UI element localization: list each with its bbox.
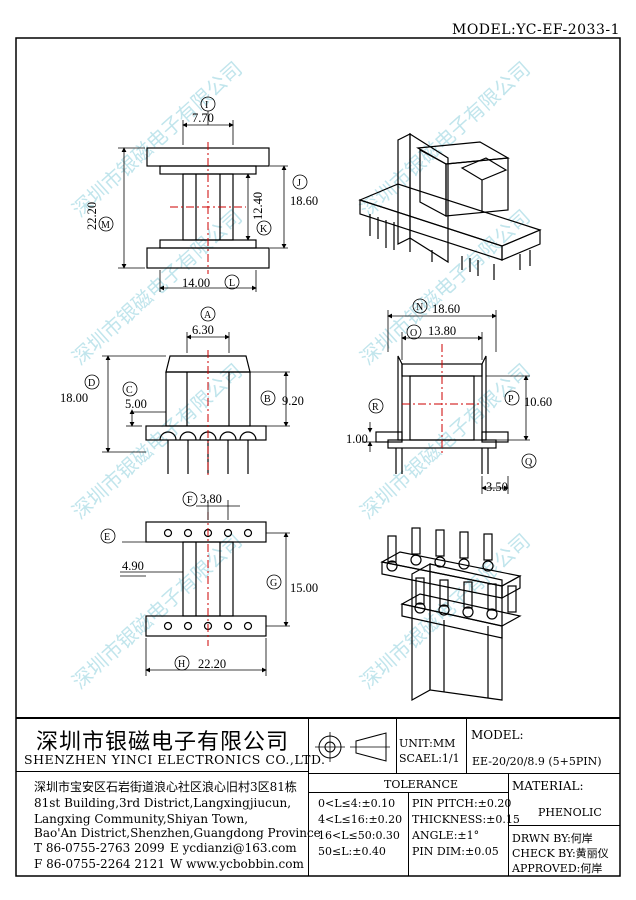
dim-C: 5.00 bbox=[125, 397, 147, 411]
dim-G: 15.00 bbox=[290, 581, 318, 595]
label-I: I bbox=[205, 100, 208, 111]
drawing-border bbox=[15, 37, 621, 877]
dim-F: 3.80 bbox=[200, 492, 222, 506]
check-by: CHECK BY:黄丽仪 bbox=[512, 847, 609, 860]
dim-R: 1.00 bbox=[346, 432, 368, 446]
dim-M: 22.20 bbox=[85, 202, 99, 230]
approved-by: APPROVED:何岸 bbox=[512, 862, 603, 875]
dim-D: 18.00 bbox=[60, 391, 88, 405]
pin-tolerance-3: ANGLE:±1° bbox=[412, 829, 480, 842]
web: W www.ycbobbin.com bbox=[170, 857, 304, 871]
address-en-3: Bao'An District,Shenzhen,Guangdong Provi… bbox=[34, 826, 321, 840]
label-R: R bbox=[372, 402, 379, 413]
dim-P: 10.60 bbox=[524, 395, 552, 409]
fax: F 86-0755-2264 2121 bbox=[34, 857, 165, 871]
label-B: B bbox=[264, 394, 271, 405]
label-K: K bbox=[260, 224, 268, 235]
dim-N: 18.60 bbox=[432, 302, 460, 316]
model-label: MODEL: bbox=[471, 728, 524, 742]
label-O: O bbox=[410, 328, 417, 339]
label-H: H bbox=[178, 659, 185, 670]
watermarks: 深圳市银磁电子有限公司 深圳市银磁电子有限公司 深圳市银磁电子有限公司 深圳市银… bbox=[67, 57, 535, 694]
tolerance-title: TOLERANCE bbox=[384, 778, 458, 791]
label-Q: Q bbox=[525, 457, 533, 468]
watermark-4: 深圳市银磁电子有限公司 bbox=[355, 205, 535, 370]
unit-label: UNIT:MM bbox=[399, 737, 456, 750]
view4-dims: 18.60 N 13.80 O 10.60 P 1.00 R 3.50 Q bbox=[346, 302, 552, 494]
dim-K: 12.40 bbox=[251, 192, 265, 220]
tolerance-2: 4<L≤16:±0.20 bbox=[318, 813, 403, 826]
dim-A: 6.30 bbox=[192, 323, 214, 337]
pin-tolerance-2: THICKNESS:±0.15 bbox=[412, 813, 520, 826]
dim-Q: 3.50 bbox=[486, 480, 508, 494]
tel: T 86-0755-2763 2099 bbox=[34, 841, 165, 855]
dim-B: 9.20 bbox=[282, 394, 304, 408]
model-value: EE-20/20/8.9 (5+5PIN) bbox=[472, 755, 602, 768]
tolerance-1: 0<L≤4:±0.10 bbox=[318, 797, 396, 810]
label-N: N bbox=[416, 302, 423, 313]
label-E: E bbox=[104, 532, 110, 543]
label-F: F bbox=[187, 495, 193, 506]
label-A: A bbox=[204, 310, 212, 321]
material-label: MATERIAL: bbox=[512, 779, 584, 793]
view3-dims: 6.30 A 18.00 D 5.00 C 9.20 B bbox=[60, 310, 304, 411]
view1-dims: 7.70 I 22.20 M 12.40 K 18.60 J 14.00 L bbox=[85, 100, 318, 290]
email: E ycdianzi@163.com bbox=[170, 841, 297, 855]
projection-symbol bbox=[315, 732, 390, 762]
model-header: MODEL:YC-EF-2033-1 bbox=[451, 22, 620, 38]
dim-E: 4.90 bbox=[122, 559, 144, 573]
company-name-en: SHENZHEN YINCI ELECTRONICS CO.,LTD. bbox=[24, 752, 326, 767]
address-en-2: Langxing Community,Shiyan Town, bbox=[34, 812, 249, 826]
material-value: PHENOLIC bbox=[538, 806, 602, 819]
dim-J: 18.60 bbox=[290, 194, 318, 208]
label-L: L bbox=[229, 278, 235, 289]
label-M: M bbox=[101, 220, 110, 231]
view-isometric-top bbox=[358, 132, 542, 280]
view5-dims: 3.80 F E 4.90 15.00 G 22.20 H bbox=[104, 492, 318, 671]
dim-I: 7.70 bbox=[192, 111, 214, 125]
scale-label: SCAEL:1/1 bbox=[399, 752, 460, 765]
dim-O: 13.80 bbox=[428, 324, 456, 338]
company-name-cn: 深圳市银磁电子有限公司 bbox=[36, 730, 290, 755]
address-cn: 深圳市宝安区石岩街道浪心社区浪心旧村3区81栋 bbox=[34, 780, 297, 794]
label-D: D bbox=[88, 378, 95, 389]
label-J: J bbox=[297, 178, 301, 189]
address-en-1: 81st Building,3rd District,Langxingjiucu… bbox=[34, 796, 292, 810]
tolerance-3: 16<L≤50:0.30 bbox=[318, 829, 400, 842]
tolerance-4: 50≤L:±0.40 bbox=[318, 845, 386, 858]
dim-L: 14.00 bbox=[182, 276, 210, 290]
view-isometric-bottom bbox=[380, 527, 522, 702]
pin-tolerance-4: PIN DIM:±0.05 bbox=[412, 845, 499, 858]
drawn-by: DRWN BY:何岸 bbox=[512, 832, 593, 845]
label-P: P bbox=[508, 394, 514, 405]
pin-tolerance-1: PIN PITCH:±0.20 bbox=[412, 797, 512, 810]
view-side-left bbox=[145, 355, 267, 474]
dim-H: 22.20 bbox=[198, 657, 226, 671]
label-G: G bbox=[270, 578, 277, 589]
label-C: C bbox=[126, 385, 133, 396]
